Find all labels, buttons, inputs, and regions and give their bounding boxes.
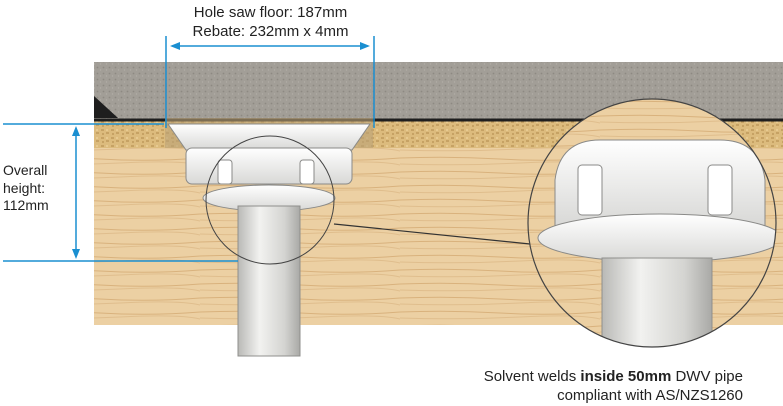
height-dimension <box>3 123 238 262</box>
overall-height-line3: 112mm <box>3 197 49 213</box>
zoom-source-circle <box>205 135 335 265</box>
caption-line2: compliant with AS/NZS1260 <box>557 386 743 404</box>
pipe-caption: Solvent welds inside 50mm DWV pipe compl… <box>484 368 743 406</box>
caption-prefix: Solvent welds <box>483 368 581 385</box>
caption-line1: Solvent welds inside 50mm DWV pipe <box>484 368 743 387</box>
dwv-pipe <box>237 205 301 357</box>
rebate-text: Rebate: 232mm x 4mm <box>192 22 349 40</box>
overall-height-line2: height: <box>3 179 46 196</box>
hole-saw-rebate-label: Hole saw floor: 187mm Rebate: 232mm x 4m… <box>168 4 373 42</box>
caption-bold: inside 50mm <box>580 368 672 385</box>
overall-height-line1: Overall <box>3 162 48 178</box>
hole-saw-text: Hole saw floor: 187mm <box>193 4 348 21</box>
floor-waste-body <box>167 123 371 212</box>
width-dimension <box>165 36 375 128</box>
zoom-detail <box>527 98 777 348</box>
overall-height-label: Overall height: 112mm <box>3 162 49 215</box>
caption-suffix: DWV pipe <box>671 368 743 385</box>
